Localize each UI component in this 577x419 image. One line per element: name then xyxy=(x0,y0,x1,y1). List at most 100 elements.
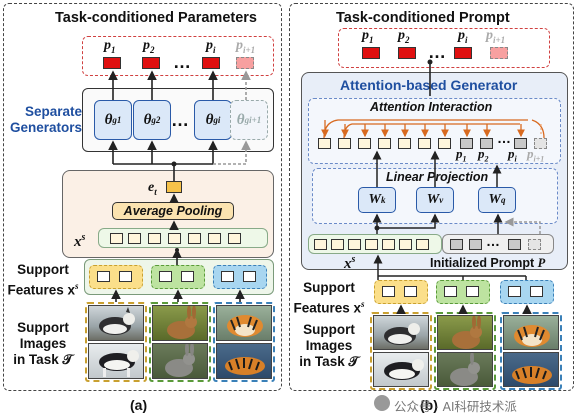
panel-a-title: Task-conditioned Parameters xyxy=(55,10,257,26)
prompt-box-i-plus-1 xyxy=(236,57,254,69)
prompt-label-2: p2 xyxy=(143,38,155,55)
tiger-photo xyxy=(503,352,559,387)
attn-p-label-i: pi xyxy=(508,146,517,164)
init-prompt-cell-ghost xyxy=(528,239,541,250)
rabbit-photo xyxy=(152,305,208,341)
xs-cell xyxy=(188,233,201,244)
feature-cell xyxy=(181,271,194,282)
images-to-features-b xyxy=(396,304,532,314)
tiger-photo xyxy=(503,315,559,350)
panel-b-prompt-row xyxy=(338,28,550,68)
xs-cell xyxy=(399,239,412,250)
rabbit-photo xyxy=(437,352,493,387)
tiger-photo xyxy=(216,343,272,379)
panel-a xyxy=(3,3,282,391)
attn-prompt-cell xyxy=(514,138,527,149)
linear-projection-label: Linear Projection xyxy=(386,170,489,184)
prompt-box-2 xyxy=(142,57,160,69)
husky-photo xyxy=(373,352,429,387)
attention-generator-title: Attention-based Generator xyxy=(340,77,518,93)
image-group-husky-a xyxy=(85,302,147,382)
attn-p-label-1: p1 xyxy=(456,146,467,164)
feature-cell xyxy=(97,271,110,282)
prompt-ellipsis: … xyxy=(173,52,191,72)
et-to-generators xyxy=(108,140,218,181)
feature-cell xyxy=(119,271,132,282)
b-prompt-label-i: pi xyxy=(458,28,468,45)
image-group-tiger-a xyxy=(213,302,275,382)
xs-cell xyxy=(382,239,395,250)
prompt-box-1 xyxy=(103,57,121,69)
attn-cell xyxy=(398,138,411,149)
prompt-label-i: pi xyxy=(206,38,216,55)
branch-dot xyxy=(175,248,179,252)
attn-cell xyxy=(438,138,451,149)
feature-cell xyxy=(466,286,479,297)
feature-cell xyxy=(508,286,521,297)
husky-photo xyxy=(88,343,144,379)
b-prompt-label-1: p1 xyxy=(362,28,374,45)
attention-arcs xyxy=(321,119,545,139)
b-prompt-box-1 xyxy=(362,47,380,59)
feature-group-blue-a xyxy=(213,265,267,289)
prompt-label-i-plus-1: pi+1 xyxy=(236,38,256,55)
et-box xyxy=(166,181,182,193)
attn-ellipsis: … xyxy=(497,130,511,146)
xs-cell xyxy=(348,239,361,250)
panel-b xyxy=(289,3,574,391)
husky-photo xyxy=(88,305,144,341)
attn-cell xyxy=(338,138,351,149)
feature-cell xyxy=(404,286,417,297)
init-prompt-cell xyxy=(469,239,482,250)
ghost-et-arrow xyxy=(213,140,251,165)
xs-cell xyxy=(208,233,221,244)
feature-cell xyxy=(221,271,234,282)
prompt-label-1: p1 xyxy=(104,38,116,55)
attention-interaction-label: Attention Interaction xyxy=(370,100,493,114)
support-images-label-a: Support Images in Task 𝒯 xyxy=(13,320,73,367)
attn-cell xyxy=(378,138,391,149)
husky-photo xyxy=(373,315,429,350)
rabbit-photo xyxy=(152,343,208,379)
xs-label-a: xs xyxy=(74,232,86,250)
xs-label-b: xs xyxy=(344,254,356,272)
b-prompt-box-i xyxy=(454,47,472,59)
branch-dot xyxy=(427,59,433,65)
et-label: et xyxy=(148,180,157,197)
branch-dot xyxy=(374,225,380,231)
attn-prompt-cell xyxy=(460,138,473,149)
attn-prompt-cell-ghost xyxy=(534,138,547,149)
separate-generators-label: Separate Generators xyxy=(9,104,82,135)
b-prompt-box-2 xyxy=(398,47,416,59)
feature-cell xyxy=(159,271,172,282)
panel-b-title: Task-conditioned Prompt xyxy=(336,10,510,26)
init-prompt-cell xyxy=(450,239,463,250)
support-features-label-a: Support Features xs xyxy=(7,262,79,298)
b-prompt-label-2: p2 xyxy=(398,28,410,45)
xs-cell xyxy=(331,239,344,250)
feature-cell xyxy=(382,286,395,297)
xs-cell xyxy=(228,233,241,244)
theta-ellipsis: … xyxy=(171,110,189,130)
caption-a: (a) xyxy=(130,397,148,413)
b-prompt-box-i-plus-1 xyxy=(490,47,508,59)
feature-cell xyxy=(444,286,457,297)
branch-dot xyxy=(171,161,177,167)
feature-cell xyxy=(243,271,256,282)
caption-b: (b) xyxy=(420,397,438,413)
b-prompt-label-i-plus-1: pi+1 xyxy=(486,28,506,45)
feature-cell xyxy=(530,286,543,297)
support-features-label-b: Support Features xs xyxy=(293,280,365,316)
init-prompt-cell xyxy=(508,239,521,250)
xs-cell xyxy=(128,233,141,244)
xs-cell xyxy=(148,233,161,244)
prompt-box-i xyxy=(202,57,220,69)
xs-cell xyxy=(365,239,378,250)
b-prompt-ellipsis: … xyxy=(428,42,446,62)
